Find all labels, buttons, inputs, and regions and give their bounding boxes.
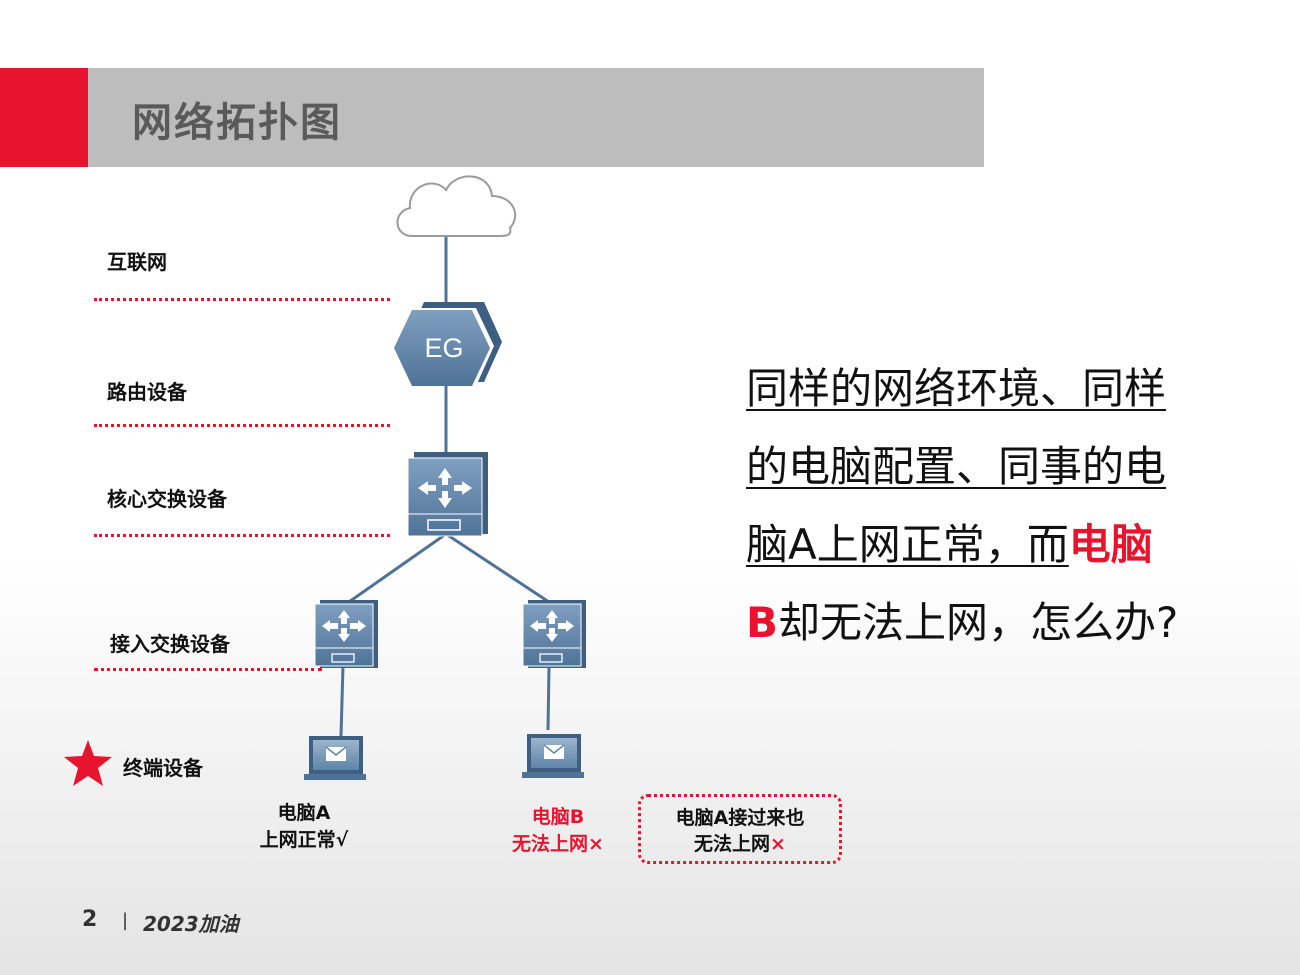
layer-label-access: 接入交换设备 — [110, 632, 230, 656]
laptop-a-icon — [304, 736, 366, 780]
laptop-b-icon — [522, 734, 584, 778]
pc-b-caption: 电脑B 无法上网× — [500, 804, 616, 858]
divider-internet — [94, 298, 390, 301]
question-line2: 的电脑配置、同事的电 — [746, 442, 1167, 491]
divider-core — [94, 534, 390, 537]
question-text: 同样的网络环境、同样 的电脑配置、同事的电 脑A上网正常，而电脑 B却无法上网，… — [746, 350, 1196, 662]
topology-links — [339, 236, 553, 737]
pc-a-caption: 电脑A 上网正常√ — [252, 800, 356, 854]
link-access-pc-b — [546, 665, 551, 731]
pc-b-status: 无法上网 — [512, 833, 589, 855]
title-accent-block — [0, 68, 88, 167]
access-switch-b-icon — [522, 600, 586, 668]
layer-label-internet: 互联网 — [107, 250, 167, 274]
pc-a-name: 电脑A — [277, 802, 331, 824]
question-line1: 同样的网络环境、同样 — [746, 364, 1167, 413]
eg-router-icon: EG — [394, 302, 502, 386]
divider-router — [94, 424, 390, 427]
layer-label-router: 路由设备 — [107, 380, 187, 404]
pc-a-status: 上网正常√ — [259, 829, 349, 851]
question-line3: 脑A上网正常，而 — [746, 520, 1069, 569]
eg-label: EG — [424, 333, 463, 363]
core-switch-icon — [407, 452, 488, 537]
link-access-pc-a — [339, 665, 345, 737]
access-switch-a-icon — [314, 600, 378, 668]
title-bar: 网络拓扑图 — [88, 68, 984, 167]
note-box: 电脑A接过来也 无法上网× — [638, 794, 842, 864]
layer-label-terminal: 终端设备 — [123, 756, 203, 780]
link-core-access-a — [345, 532, 447, 606]
pc-b-fail-mark: × — [588, 833, 604, 855]
pc-b-name: 电脑B — [531, 806, 585, 828]
question-line3-highlight: 电脑 — [1068, 520, 1153, 569]
footer-text: 2023加油 — [143, 912, 239, 936]
layer-label-core: 核心交换设备 — [107, 487, 227, 511]
note-line2: 无法上网 — [694, 833, 771, 855]
note-fail-mark: × — [770, 833, 786, 855]
divider-access — [94, 668, 322, 671]
question-line4-highlight: B — [746, 598, 779, 647]
cloud-icon — [396, 175, 517, 237]
question-line4: 却无法上网，怎么办? — [778, 598, 1179, 647]
star-icon — [64, 740, 112, 786]
footer-separator: | — [122, 910, 129, 931]
page-number: 2 — [82, 907, 98, 932]
link-core-access-b — [445, 532, 553, 606]
note-line1: 电脑A接过来也 — [675, 807, 805, 829]
page-title: 网络拓扑图 — [132, 100, 342, 146]
